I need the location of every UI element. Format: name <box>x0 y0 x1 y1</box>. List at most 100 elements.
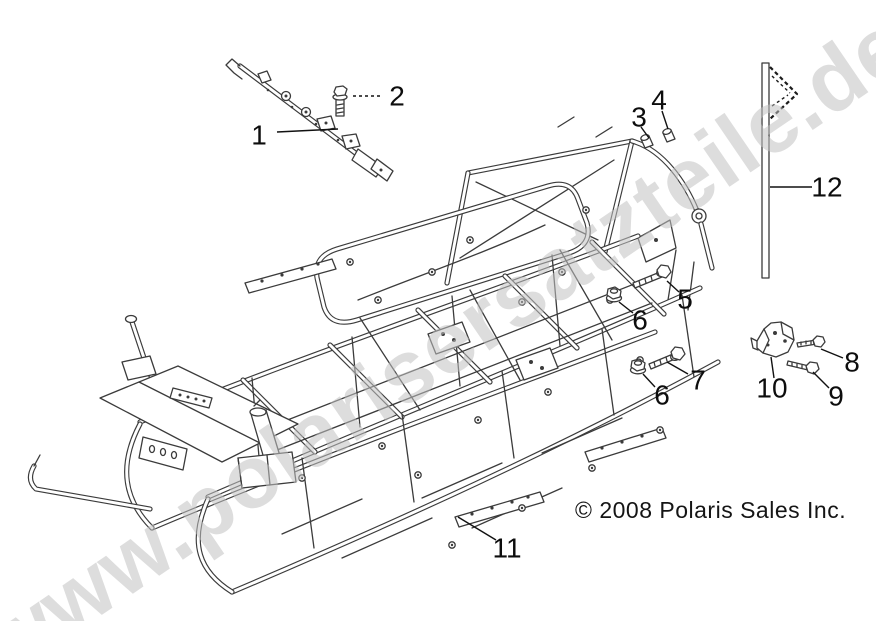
part-2-bolt <box>332 85 348 117</box>
path-shape <box>761 62 770 279</box>
path-shape <box>681 294 695 378</box>
path-shape <box>225 58 243 80</box>
callout-label-1: 1 <box>251 119 267 150</box>
path-shape <box>551 254 561 347</box>
circle-shape <box>546 390 550 394</box>
circle-shape <box>476 418 480 422</box>
callout-label-11: 11 <box>492 532 521 563</box>
path-shape <box>466 139 634 175</box>
path-shape <box>401 413 415 503</box>
path-shape <box>421 462 503 499</box>
callout-label-7: 7 <box>690 364 706 395</box>
circle-shape <box>266 88 270 92</box>
leader-3 <box>640 126 650 139</box>
path-shape <box>656 264 672 279</box>
callout-label-3: 3 <box>631 101 647 132</box>
circle-shape <box>691 208 707 224</box>
part-12-flag-marker <box>761 62 799 279</box>
path-shape <box>687 261 695 311</box>
circle-shape <box>529 360 533 364</box>
circle-shape <box>468 238 472 242</box>
ellipse-shape <box>609 288 619 294</box>
part-4-spacer <box>662 127 676 143</box>
part-10-bracket <box>750 321 795 358</box>
circle-shape <box>348 260 352 264</box>
path-shape <box>699 222 714 270</box>
ellipse-shape <box>148 444 156 454</box>
ellipse-shape <box>170 450 178 460</box>
circle-shape <box>584 208 588 212</box>
circle-shape <box>766 343 770 347</box>
callout-leaders <box>276 95 844 541</box>
path-shape <box>138 436 188 471</box>
callout-label-6-upper: 6 <box>632 304 648 335</box>
circle-shape <box>290 105 294 109</box>
circle-shape <box>590 466 594 470</box>
path-shape <box>125 422 154 530</box>
part-6-nut-upper <box>605 286 623 303</box>
path-shape <box>503 274 579 350</box>
ellipse-shape <box>159 447 167 457</box>
circle-shape <box>178 393 182 397</box>
circle-shape <box>379 168 383 172</box>
path-shape <box>121 355 157 381</box>
circle-shape <box>376 298 380 302</box>
part-1-rail-assembly <box>225 58 394 182</box>
path-shape <box>670 346 686 361</box>
path-shape <box>595 126 613 138</box>
path-shape <box>771 75 791 107</box>
path-shape <box>559 249 613 341</box>
path-shape <box>138 381 261 444</box>
circle-shape <box>520 506 524 510</box>
leader-9 <box>812 371 830 389</box>
path-shape <box>601 328 615 416</box>
circle-shape <box>314 122 318 126</box>
circle-shape <box>620 440 624 444</box>
path-shape <box>469 289 521 381</box>
circle-shape <box>510 500 514 504</box>
path-shape <box>791 362 803 369</box>
path-shape <box>653 356 668 367</box>
path-shape <box>667 249 677 301</box>
callout-label-10: 10 <box>756 372 787 403</box>
circle-shape <box>324 121 328 125</box>
callout-labels: 1 2 3 4 5 6 6 7 8 9 10 11 12 <box>251 80 860 563</box>
circle-shape <box>470 512 474 516</box>
circle-shape <box>441 332 445 336</box>
path-shape <box>341 517 433 559</box>
circle-shape <box>658 428 662 432</box>
path-shape <box>603 139 634 254</box>
path-shape <box>33 454 41 467</box>
circle-shape <box>416 473 420 477</box>
callout-label-5: 5 <box>677 283 693 314</box>
circle-shape <box>600 446 604 450</box>
path-shape <box>762 328 770 354</box>
circle-shape <box>695 212 703 220</box>
part-7-bolt <box>648 346 686 370</box>
path-shape <box>169 387 213 409</box>
path-shape <box>99 365 299 463</box>
path-shape <box>150 330 657 530</box>
circle-shape <box>526 495 530 499</box>
ellipse-shape <box>124 314 138 324</box>
circle-shape <box>450 543 454 547</box>
leader-11 <box>457 516 497 541</box>
path-shape <box>257 70 272 84</box>
path-shape <box>590 240 666 316</box>
path-shape <box>769 66 799 120</box>
path-shape <box>445 171 470 285</box>
path-shape <box>629 138 700 214</box>
part-5-bolt <box>632 264 672 289</box>
callout-label-9: 9 <box>828 380 844 411</box>
path-shape <box>281 498 363 535</box>
circle-shape <box>640 434 644 438</box>
leader-6b <box>642 373 656 388</box>
part-6-nut-lower <box>629 358 647 375</box>
part-9-bolt <box>786 360 820 375</box>
path-shape <box>336 103 344 114</box>
leader-10 <box>770 356 775 379</box>
path-shape <box>253 399 261 407</box>
path-shape <box>333 85 348 97</box>
leader-4 <box>661 110 669 130</box>
